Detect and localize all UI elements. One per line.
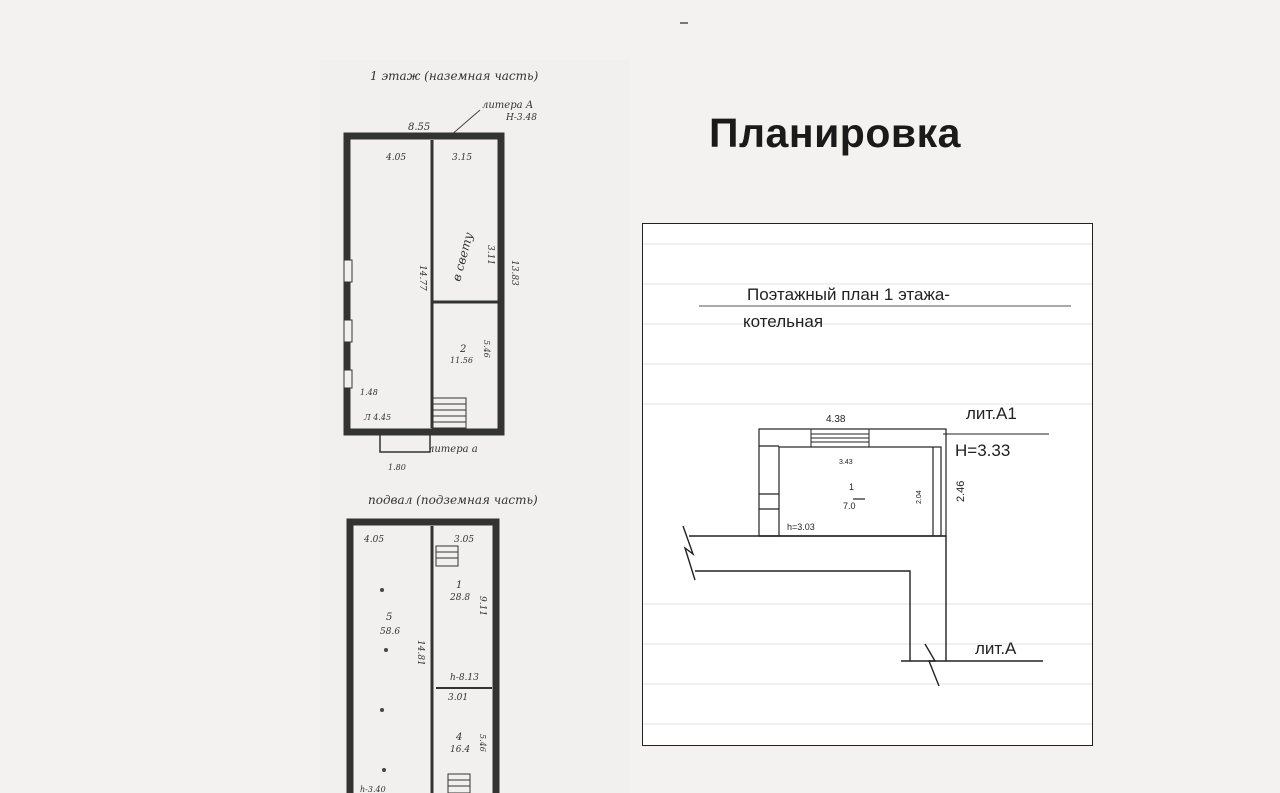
plan-side-height: 2.46 [955,481,967,502]
first-floor-liter-bottom: литера а [428,444,478,455]
liter-a-label: лит.А [975,639,1017,658]
basement-dim-r: 9.11 [477,596,487,616]
first-floor-height: Н-3.48 [505,113,537,123]
first-floor-dim-right-top: 3.11 [485,245,495,265]
first-floor-room2-dim: 5.46 [482,340,491,358]
basement-dim-mid: 14.81 [415,640,425,666]
handwritten-plan-drawing: 1 этаж (наземная часть) литера А Н-3.48 … [343,69,539,793]
first-floor-room2-area: 11.56 [450,356,473,365]
boiler-room-stairs [810,429,870,447]
basement-room4-dim: 5.46 [478,734,487,752]
page-marker [680,22,688,24]
plan-inner-width: 3.43 [839,459,853,466]
first-floor-width-left: 4.05 [385,153,406,163]
window [343,259,353,283]
window [343,319,353,343]
basement-outer-wall [346,518,500,793]
basement-bottom-label: h-3.40 [360,785,386,793]
plan-title-line2: котельная [743,312,823,331]
liter-a1-label: лит.А1 [966,404,1017,423]
basement-room1-area: 28.8 [449,593,470,603]
first-floor-room-label: в свету [449,231,475,283]
height-a1-label: Н=3.33 [955,441,1010,460]
first-floor-stairs [431,397,467,429]
plan-ceiling-height: h=3.03 [787,522,815,532]
first-floor-width-right: 3.15 [452,153,472,163]
basement-dim-top-right: 3.05 [454,535,474,545]
plan-room-number: 1 [849,482,854,492]
first-floor-dim-mid: 14.77 [417,265,427,291]
first-floor-liter-top: литера А [482,100,533,111]
main-building-outline [682,525,1043,687]
first-floor-heading: 1 этаж (наземная часть) [370,69,539,83]
basement-room4-area: 16.4 [450,745,470,755]
plan-inner-height: 2.04 [916,490,923,504]
basement-room4-number: 4 [455,732,462,743]
basement-stairs [435,545,471,793]
basement-room5-number: 5 [386,612,392,623]
boiler-room-plan-drawing: Поэтажный план 1 этажа- котельная 4.38 3… [643,243,1092,725]
first-floor-dim-h: Л 4.45 [363,413,391,422]
plan-room-area: 7.0 [843,501,856,511]
first-floor-dim-entry: 1.80 [388,463,406,472]
first-floor-entry [379,431,431,453]
basement-heading: подвал (подземная часть) [368,493,538,507]
plan-title-line1: Поэтажный план 1 этажа- [747,285,950,304]
first-floor-room2-number: 2 [459,344,466,355]
basement-room1-number: 1 [456,580,462,591]
basement-columns [380,588,388,772]
basement-room-h: h-8.13 [450,673,479,683]
first-floor-overall-width: 8.55 [408,122,430,133]
leader-line [449,109,481,137]
handwritten-floor-plan-scan: 1 этаж (наземная часть) литера А Н-3.48 … [320,60,630,793]
plan-width: 4.38 [826,414,846,425]
boiler-room-plan-card: Поэтажный план 1 этажа- котельная 4.38 3… [642,223,1093,746]
basement-dim-top-left: 4.05 [363,535,384,545]
first-floor-dim-side: 13.83 [509,260,519,286]
page-title: Планировка [709,110,961,156]
basement-room-h2: 3.01 [448,693,468,703]
basement-room5-area: 58.6 [380,627,400,637]
window [343,369,353,389]
first-floor-dim-bottom-left: 1.48 [360,388,378,397]
scan-grid [643,243,1092,725]
